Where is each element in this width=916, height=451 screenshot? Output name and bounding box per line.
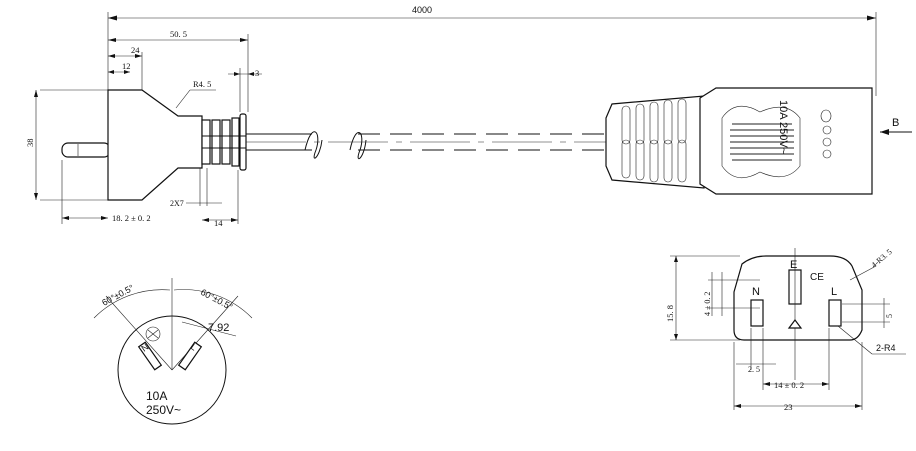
- radius-r4-5: R4. 5: [193, 79, 211, 89]
- view-b-label: B: [892, 117, 899, 129]
- dim-18-2: 18. 2 ± 0. 2: [112, 213, 151, 223]
- plug-rating-amp: 10A: [146, 389, 167, 403]
- plug-side-view: 50. 5 24 12 R4. 5 3 38 18. 2 ±: [25, 29, 262, 228]
- cable: [246, 131, 606, 160]
- dim-23: 23: [784, 402, 793, 412]
- radius-2-r4: 2-R4: [876, 343, 896, 353]
- pin-l-face: L: [189, 341, 199, 352]
- pin-n-face: N: [139, 342, 150, 354]
- connector-side-view: 10A 250V~ B: [605, 87, 912, 195]
- dim-12: 12: [122, 61, 131, 71]
- angle-right: 60°±0.5°: [199, 287, 235, 312]
- dim-14-top: 14: [214, 218, 223, 228]
- dim-3: 3: [255, 68, 259, 78]
- dim-14-0-2: 14 ± 0. 2: [774, 380, 804, 390]
- dim-5: 5: [885, 314, 894, 318]
- plug-body: [107, 89, 203, 201]
- connector-head: [699, 87, 873, 195]
- dim-2x7: 2X7: [170, 199, 184, 208]
- plug-face-view: 60°±0.5° 60°±0.5° 7.92 N L 10A 250V~: [93, 278, 253, 425]
- plug-pin: [61, 142, 111, 158]
- dim-4-0-2: 4 ± 0. 2: [703, 292, 712, 316]
- total-length-label: 4000: [412, 5, 432, 15]
- dim-50-5: 50. 5: [170, 29, 187, 39]
- ce-mark: CE: [810, 272, 824, 283]
- certification-logo: [145, 326, 161, 342]
- dim-15-8: 15. 8: [665, 305, 675, 322]
- plug-rating-volt: 250V~: [146, 403, 181, 417]
- connector-face-view: N E L CE 4-R3. 5 15. 8 4 ± 0. 2 5 2-R4 2…: [665, 247, 906, 412]
- pin-l: L: [831, 286, 837, 298]
- dim-38: 38: [25, 139, 35, 148]
- dim-7-92: 7.92: [208, 322, 229, 334]
- pin-n: N: [752, 286, 760, 298]
- dim-24: 24: [131, 45, 140, 55]
- dim-2-5: 2. 5: [748, 365, 760, 374]
- connector-rating: 10A 250V~: [777, 100, 789, 154]
- pin-e: E: [790, 259, 797, 271]
- radius-4-r3-5: 4-R3. 5: [870, 247, 894, 269]
